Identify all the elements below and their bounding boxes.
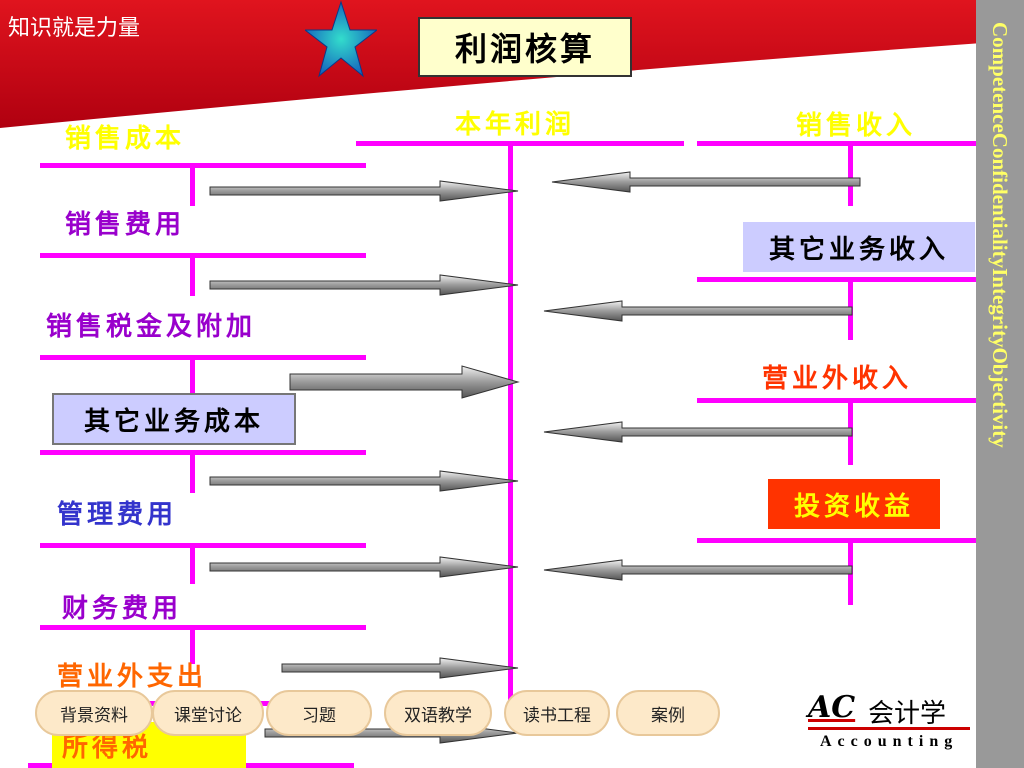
left-label-admin-expense: 管理费用: [57, 500, 178, 530]
left-line: [40, 355, 366, 360]
nav-tab-discussion[interactable]: 课堂讨论: [152, 690, 264, 736]
right-label-investment-income: 投资收益: [768, 479, 940, 529]
left-tick: [190, 453, 195, 493]
right-line: [697, 398, 976, 403]
nav-tab-reading[interactable]: 读书工程: [504, 690, 610, 736]
center-account-label: 本年利润: [455, 110, 576, 140]
arrow-right: [289, 365, 520, 399]
left-tick: [190, 546, 195, 584]
left-line: [40, 253, 366, 258]
left-tick: [190, 628, 195, 664]
left-tick: [190, 358, 195, 394]
left-label-sales-tax: 销售税金及附加: [46, 312, 257, 342]
arrow-left: [543, 559, 853, 581]
arrow-left: [543, 421, 853, 443]
left-line: [40, 450, 366, 455]
left-label-sales-cost: 销售成本: [65, 124, 186, 154]
left-tick: [190, 166, 195, 206]
side-banner: [976, 0, 1024, 768]
nav-tab-background[interactable]: 背景资料: [35, 690, 153, 736]
right-label-sales-revenue: 销售收入: [796, 111, 917, 141]
left-label-other-cost: 其它业务成本: [52, 393, 296, 445]
page-title: 利润核算: [418, 17, 632, 77]
brand-subtitle: Accounting: [820, 733, 959, 750]
left-line: [40, 163, 366, 168]
motto-text: 知识就是力量: [8, 16, 141, 41]
brand-logo: AC: [808, 690, 856, 725]
left-line: [40, 543, 366, 548]
left-label-nonop-expense: 营业外支出: [57, 662, 208, 692]
left-label-sales-expense: 销售费用: [65, 210, 186, 240]
arrow-right: [281, 657, 519, 679]
right-label-nonop-income: 营业外收入: [762, 364, 913, 394]
star-icon: [305, 0, 377, 78]
flow-arrows: [209, 171, 861, 744]
nav-tab-cases[interactable]: 案例: [616, 690, 720, 736]
nav-tab-exercises[interactable]: 习题: [266, 690, 372, 736]
brand-underline: [808, 727, 970, 730]
arrow-right: [209, 274, 519, 296]
brand-name: 会计学: [868, 699, 947, 729]
arrow-right: [209, 556, 519, 578]
center-account-axis: [508, 144, 513, 704]
arrow-right: [209, 180, 519, 202]
right-label-other-revenue: 其它业务收入: [743, 222, 975, 272]
right-tick: [848, 144, 853, 206]
right-line: [697, 277, 976, 282]
arrow-right: [209, 470, 519, 492]
left-tick: [190, 256, 195, 296]
center-account-line: [356, 141, 684, 146]
left-label-finance-expense: 财务费用: [62, 594, 183, 624]
side-banner-text: CompetenceConfidentialityIntegrityObject…: [988, 22, 1012, 448]
arrow-left: [543, 300, 853, 322]
nav-tab-bilingual[interactable]: 双语教学: [384, 690, 492, 736]
left-line: [40, 625, 366, 630]
right-line: [697, 538, 976, 543]
right-line: [697, 141, 976, 146]
arrow-left: [551, 171, 861, 193]
